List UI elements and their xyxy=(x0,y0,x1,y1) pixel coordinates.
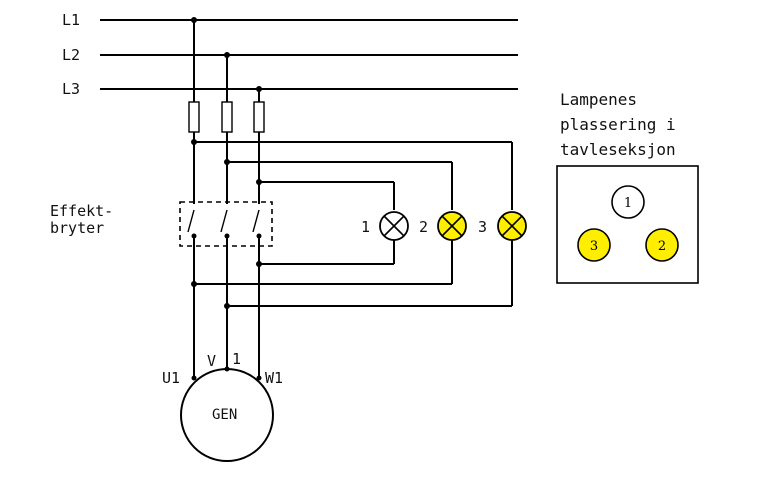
generator-label: GEN xyxy=(212,407,237,423)
terminal-v: V xyxy=(207,352,216,370)
svg-text:2: 2 xyxy=(658,239,666,254)
lamp-1-label: 1 xyxy=(361,218,370,236)
lamp-2-icon xyxy=(437,211,467,241)
panel-lamp-3-icon: 3 xyxy=(577,228,611,262)
label-l1: L1 xyxy=(62,11,80,29)
panel-title-line-2: plassering i xyxy=(560,115,676,134)
terminal-u1: U1 xyxy=(162,369,180,387)
label-l3: L3 xyxy=(62,80,80,98)
lamp-3-label: 3 xyxy=(478,218,487,236)
panel-title-line-1: Lampenes xyxy=(560,90,637,109)
fuse-l2 xyxy=(221,101,233,133)
svg-text:3: 3 xyxy=(590,239,598,254)
lamp-3-icon xyxy=(497,211,527,241)
breaker-contact-1 xyxy=(187,209,195,233)
label-l2: L2 xyxy=(62,46,80,64)
panel-box xyxy=(556,165,699,284)
panel-title-line-3: tavleseksjon xyxy=(560,140,676,159)
terminal-v-number: 1 xyxy=(232,350,241,368)
lamp-2-label: 2 xyxy=(419,218,428,236)
panel-lamp-1-icon: 1 xyxy=(611,185,645,219)
terminal-w1: W1 xyxy=(265,369,283,387)
fuse-l3 xyxy=(253,101,265,133)
lamp-1-icon xyxy=(379,211,409,241)
breaker-label-2: bryter xyxy=(50,219,104,237)
breaker-contact-3 xyxy=(252,209,260,233)
breaker-contact-2 xyxy=(220,209,228,233)
panel-lamp-2-icon: 2 xyxy=(645,228,679,262)
fuse-l1 xyxy=(188,101,200,133)
svg-text:1: 1 xyxy=(624,196,632,211)
breaker-label-1: Effekt- xyxy=(50,202,113,220)
